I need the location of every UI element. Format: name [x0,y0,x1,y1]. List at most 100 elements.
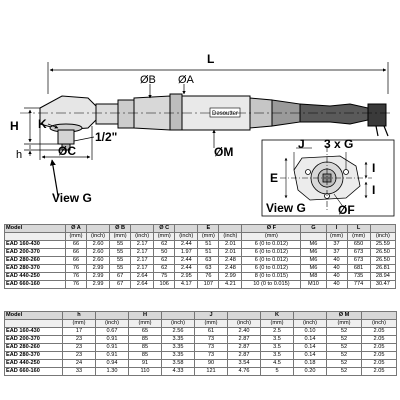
table-cell: 6 (0 to 0.012) [241,264,302,273]
table-cell: (inch) [95,319,129,328]
table-cell: Ø M [326,311,362,320]
table-cell: 106 [153,280,176,289]
label-L: L [207,52,214,66]
label-OB: ØB [140,74,156,86]
table-cell: 0.91 [95,343,129,352]
table-cell: 52 [326,335,362,344]
table-cell: 75 [153,272,176,281]
table-cell [161,311,195,320]
table-cell: 23 [62,335,96,344]
table-cell: 51 [197,240,220,249]
table-cell [85,224,111,233]
table-cell: 40 [325,280,348,289]
table-cell: 2.87 [227,335,261,344]
table-cell [227,311,261,320]
table-cell: 3.35 [161,335,195,344]
table-cell: M6 [300,256,327,265]
table-cell: Ø C [153,224,176,233]
table-cell: 90 [194,359,228,368]
table-cell: 52 [326,327,362,336]
table-cell: 52 [326,343,362,352]
table-cell: (inch) [369,232,397,241]
table-cell: (mm) [64,232,87,241]
table-cell: 55 [109,256,132,265]
table-cell: 2.60 [85,256,111,265]
table-cell: EAD 160-430 [4,240,66,249]
table-cell: EAD 280-260 [4,343,63,352]
table-cell: 3.35 [161,351,195,360]
table-cell: 2.5 [260,327,294,336]
table-cell: 2.56 [161,327,195,336]
table-cell: 735 [346,272,371,281]
table-cell: 2.60 [85,240,111,249]
table-cell: (mm) [260,319,294,328]
label-H: H [10,119,19,133]
table-cell: 2.48 [218,256,243,265]
table-cell: 2.05 [361,359,397,368]
table-cell: J [194,311,228,320]
table-cell: I [325,224,348,233]
table-cell: 40 [325,264,348,273]
table-cell: 774 [346,280,371,289]
dim-L [47,62,389,94]
table-cell: EAD 280-260 [4,256,66,265]
table-cell: 10 (0 to 0.015) [241,280,302,289]
table-cell: (mm) [62,319,96,328]
table-cell: 26.50 [369,248,397,257]
table-cell: 8 (0 to 0.015) [241,272,302,281]
table-cell: 50 [153,248,176,257]
table-cell: (mm) [346,232,371,241]
table-cell: M8 [300,272,327,281]
table-cell: EAD 160-430 [4,327,63,336]
table-cell: 26.81 [369,264,397,273]
table-cell: EAD 440-250 [4,272,66,281]
table-cell: 40 [325,256,348,265]
table-cell: (mm) [194,319,228,328]
table-cell: Model [4,311,63,320]
table-cell: 73 [194,335,228,344]
table-cell: EAD 280-370 [4,351,63,360]
table-cell: M6 [300,264,327,273]
table-cell [218,224,243,233]
table-cell: 3.54 [227,359,261,368]
table-cell: 107 [197,280,220,289]
table-cell: (mm) [197,232,220,241]
table-cell [95,311,129,320]
table-cell: 0.10 [293,327,327,336]
table-cell: H [128,311,162,320]
table-cell: 673 [346,256,371,265]
table-cell: EAD 440-250 [4,359,63,368]
label-I-bottom: I [372,183,375,197]
table-cell: 65 [128,327,162,336]
leaders-top [148,84,186,99]
label-E: E [270,171,278,185]
table-cell: 650 [346,240,371,249]
label-OF: ØF [338,203,355,217]
label-view-g-inset: View G [266,201,306,215]
table-cell [4,232,66,241]
table-cell: 673 [346,248,371,257]
table-cell: M6 [300,240,327,249]
table-cell: 26.50 [369,256,397,265]
table-cell: 2.05 [361,351,397,360]
table-cell: 52 [326,351,362,360]
table-cell [361,311,397,320]
table-cell: 51 [197,248,220,257]
table-cell: 67 [109,280,132,289]
table-cell: 76 [64,272,87,281]
table-cell: 3.5 [260,335,294,344]
table-cell: 2.99 [85,264,111,273]
table-cell: (inch) [293,319,327,328]
table-cell: 3.35 [161,343,195,352]
table-cell: 3.5 [260,351,294,360]
table-cell: 2.40 [227,327,261,336]
table-cell: 66 [64,256,87,265]
table-cell: 2.87 [227,343,261,352]
table-cell: 2.17 [130,264,155,273]
table-cell: 62 [153,264,176,273]
table-cell: 2.01 [218,240,243,249]
